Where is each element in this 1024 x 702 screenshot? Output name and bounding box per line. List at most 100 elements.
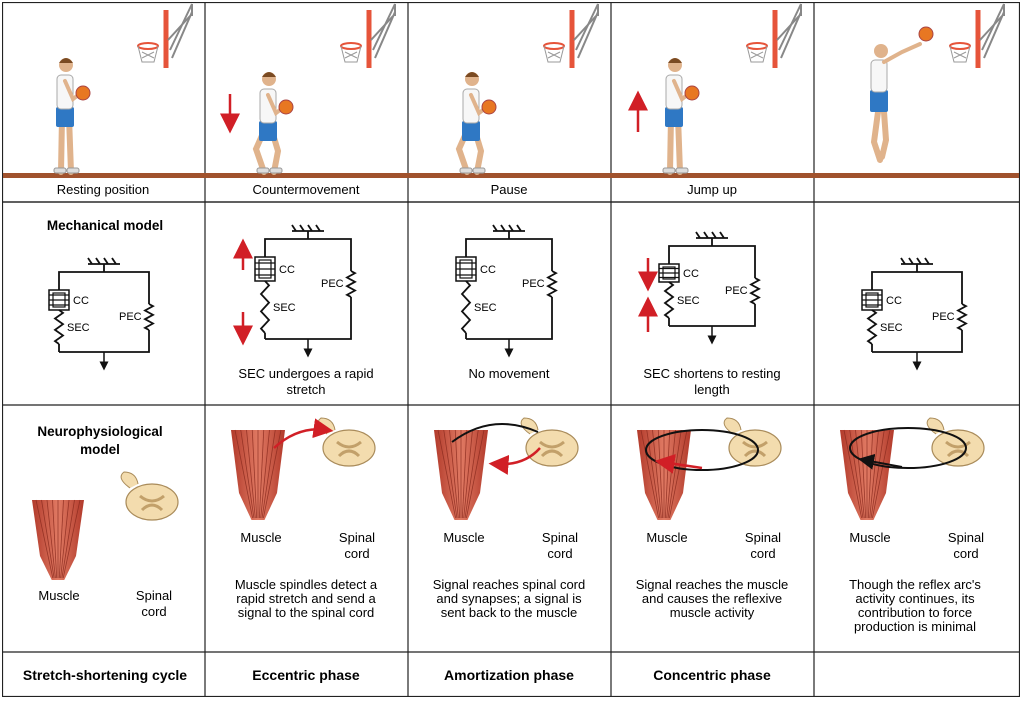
spinal-cord-label: Spinal: [745, 530, 781, 545]
cc-label: CC: [683, 268, 699, 280]
neuro-note-2-1: Signal reaches spinal cord: [433, 577, 585, 592]
fixed-anchor-icon: [87, 257, 120, 272]
caption-jump-up: Jump up: [687, 182, 737, 197]
muscle-illustration: [637, 429, 691, 520]
fixed-anchor-icon: [900, 257, 933, 272]
reflex-arc-loop: [645, 429, 759, 471]
muscle-illustration: [434, 429, 488, 520]
pec-spring: [956, 303, 968, 331]
nerve-root: [317, 417, 336, 435]
sec-label: SEC: [273, 302, 296, 314]
basketball-hoop: [949, 3, 1005, 68]
fixed-anchor-icon: [695, 231, 728, 246]
neuro-note-1-1: Muscle spindles detect a: [235, 577, 378, 592]
shoe-icon: [472, 167, 486, 174]
player-figure: [455, 72, 497, 175]
neuro-note-1-2: rapid stretch and send a: [236, 591, 376, 606]
basketball-icon: [278, 99, 294, 115]
mechanical-model: CC SEC PEC: [48, 257, 155, 371]
pec-label: PEC: [522, 278, 545, 290]
nerve-root: [723, 417, 742, 435]
pec-spring: [546, 270, 558, 298]
muscle-label: Muscle: [646, 530, 687, 545]
sec-label: SEC: [474, 302, 497, 314]
sec-label: SEC: [67, 322, 90, 334]
player-jump-shot: [870, 26, 934, 163]
gray-matter: [336, 440, 362, 458]
neuro-model-label-1: Neurophysiological: [37, 424, 162, 439]
spinal-cord-label: cord: [344, 546, 369, 561]
player-shorts: [462, 121, 480, 141]
player-figure: [662, 58, 700, 175]
caption-countermovement: Countermovement: [253, 182, 360, 197]
shoe-icon: [675, 167, 689, 174]
afferent-signal-arc: [451, 423, 539, 443]
spinal-cord-label: cord: [547, 546, 572, 561]
spinal-cord-label: cord: [750, 546, 775, 561]
shoe-icon: [66, 167, 80, 174]
mech-note-concentric-1: SEC shortens to resting: [643, 366, 780, 381]
footer-concentric: Concentric phase: [653, 667, 771, 683]
muscle-label: Muscle: [240, 530, 281, 545]
pec-label: PEC: [932, 311, 955, 323]
muscle-label: Muscle: [38, 588, 79, 603]
basketball-hoop: [340, 3, 396, 68]
fixed-anchor-icon: [291, 224, 324, 239]
footer-ssc: Stretch-shortening cycle: [23, 667, 187, 683]
player-shorts: [665, 107, 683, 127]
efferent-signal-arrow: [858, 453, 903, 470]
afferent-signal-arrow: [273, 418, 334, 449]
neuro-note-4-4: production is minimal: [854, 619, 976, 634]
basketball-icon: [75, 85, 91, 101]
fixed-anchor-icon: [492, 224, 525, 239]
player-hair: [59, 58, 73, 63]
neuro-note-4-1: Though the reflex arc's: [849, 577, 981, 592]
basketball-hoop: [543, 3, 599, 68]
spinal-cord-illustration: [317, 417, 376, 467]
sec-spring: [460, 280, 472, 334]
mech-note-eccentric-1: SEC undergoes a rapid: [238, 366, 373, 381]
player-hair: [262, 72, 276, 77]
gray-matter: [945, 440, 971, 458]
player-shorts: [870, 90, 888, 112]
nerve-root: [120, 471, 139, 489]
player-figure: [53, 58, 91, 175]
cc-label: CC: [480, 264, 496, 276]
player-head: [874, 44, 888, 58]
muscle-label: Muscle: [443, 530, 484, 545]
player-shorts: [259, 121, 277, 141]
neuro-note-4-2: activity continues, its: [855, 591, 975, 606]
sec-spring: [259, 280, 271, 334]
basketball-hoop: [746, 3, 802, 68]
reflex-arc-loop: [849, 427, 967, 469]
neuro-note-2-2: and synapses; a signal is: [436, 591, 582, 606]
sec-label: SEC: [677, 295, 700, 307]
spinal-cord-label: Spinal: [136, 588, 172, 603]
muscle-illustration: [32, 499, 84, 580]
efferent-signal-arrow: [654, 453, 703, 474]
basketball-icon: [918, 26, 934, 42]
pec-label: PEC: [119, 311, 142, 323]
player-hair: [668, 58, 682, 63]
muscle-illustration: [840, 429, 894, 520]
shoe-icon: [256, 167, 270, 174]
player-figure: [252, 72, 294, 175]
cc-label: CC: [73, 295, 89, 307]
pec-label: PEC: [725, 285, 748, 297]
player-shirt: [259, 88, 277, 124]
cc-label: CC: [886, 295, 902, 307]
pec-label: PEC: [321, 278, 344, 290]
basketball-icon: [481, 99, 497, 115]
efferent-signal-arrow: [488, 447, 541, 475]
neuro-note-3-1: Signal reaches the muscle: [636, 577, 788, 592]
spinal-cord-illustration: [520, 417, 579, 467]
floor: [3, 173, 1019, 178]
spinal-cord-label: Spinal: [339, 530, 375, 545]
neuro-note-4-3: contribution to force: [858, 605, 972, 620]
muscle-label: Muscle: [849, 530, 890, 545]
shoe-icon: [662, 167, 676, 174]
shoe-icon: [269, 167, 283, 174]
